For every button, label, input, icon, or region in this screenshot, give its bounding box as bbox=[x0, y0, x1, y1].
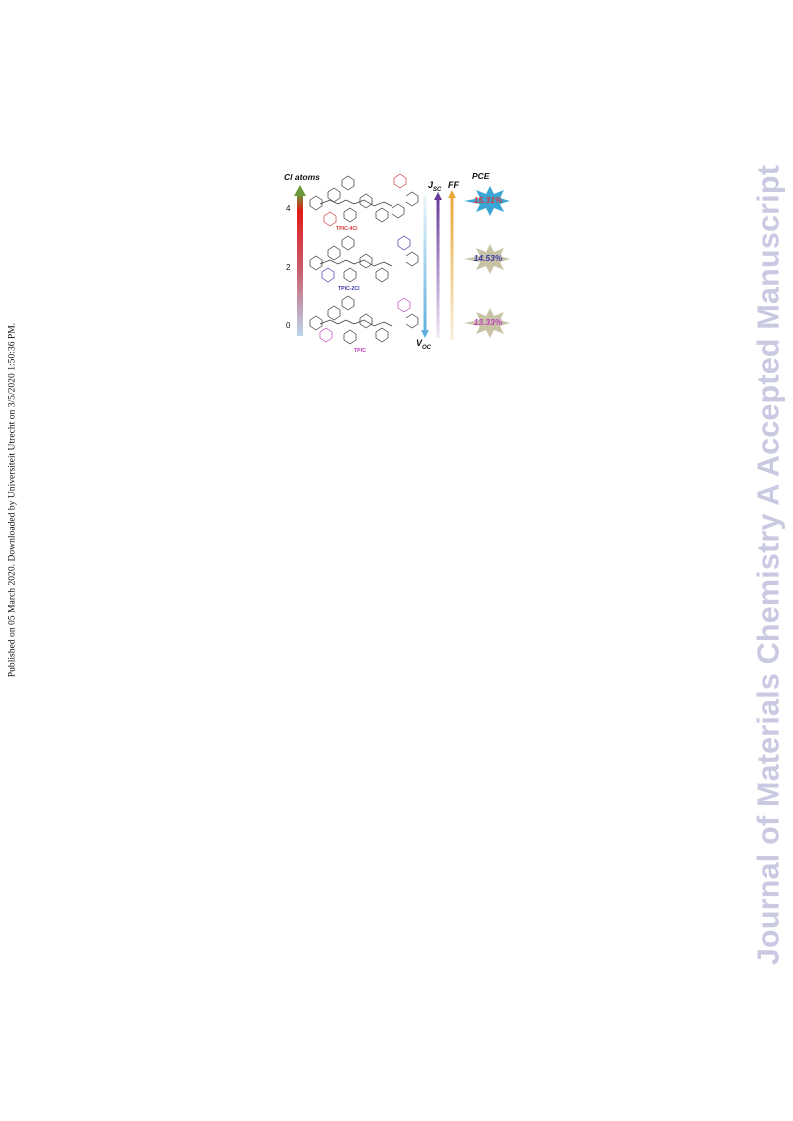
pce-burst-2 bbox=[464, 244, 510, 274]
pce-value-2: 14.53% bbox=[473, 253, 503, 263]
tick-4: 4 bbox=[286, 204, 291, 213]
voc-label: VOC bbox=[416, 338, 432, 351]
molecule-label-tpic-4cl: TPIC-4Cl bbox=[336, 226, 358, 232]
molecule-tpic bbox=[309, 295, 419, 345]
cl-atoms-title: Cl atoms bbox=[284, 172, 320, 182]
molecule-label-tpic-2cl: TPIC-2Cl bbox=[338, 286, 360, 292]
graphical-abstract: Cl atoms 4 2 0 TPIC-4Cl TPIC-2Cl TPIC JS… bbox=[280, 168, 525, 358]
cl-atoms-arrow bbox=[294, 185, 306, 336]
jsc-label: JSC bbox=[428, 180, 442, 193]
watermark: Journal of Materials Chemistry A Accepte… bbox=[752, 150, 786, 980]
jsc-arrow bbox=[434, 192, 442, 338]
pce-burst-1 bbox=[464, 186, 510, 216]
pce-value-1: 15.31% bbox=[473, 195, 503, 205]
publication-note: Published on 05 March 2020. Downloaded b… bbox=[4, 300, 20, 700]
publication-note-text: Published on 05 March 2020. Downloaded b… bbox=[6, 322, 18, 678]
tick-2: 2 bbox=[286, 263, 291, 272]
pce-title: PCE bbox=[472, 171, 490, 181]
ff-label: FF bbox=[448, 180, 459, 190]
molecule-label-tpic: TPIC bbox=[354, 348, 366, 354]
molecule-tpic-4cl bbox=[309, 173, 419, 227]
ff-arrow bbox=[448, 190, 456, 340]
voc-arrow bbox=[421, 196, 429, 338]
pce-burst-3 bbox=[464, 308, 510, 338]
tick-0: 0 bbox=[286, 321, 291, 330]
graphical-abstract-drawing bbox=[294, 173, 510, 345]
watermark-text: Journal of Materials Chemistry A Accepte… bbox=[751, 164, 786, 966]
pce-value-3: 13.33% bbox=[473, 317, 503, 327]
molecule-tpic-2cl bbox=[309, 235, 419, 283]
